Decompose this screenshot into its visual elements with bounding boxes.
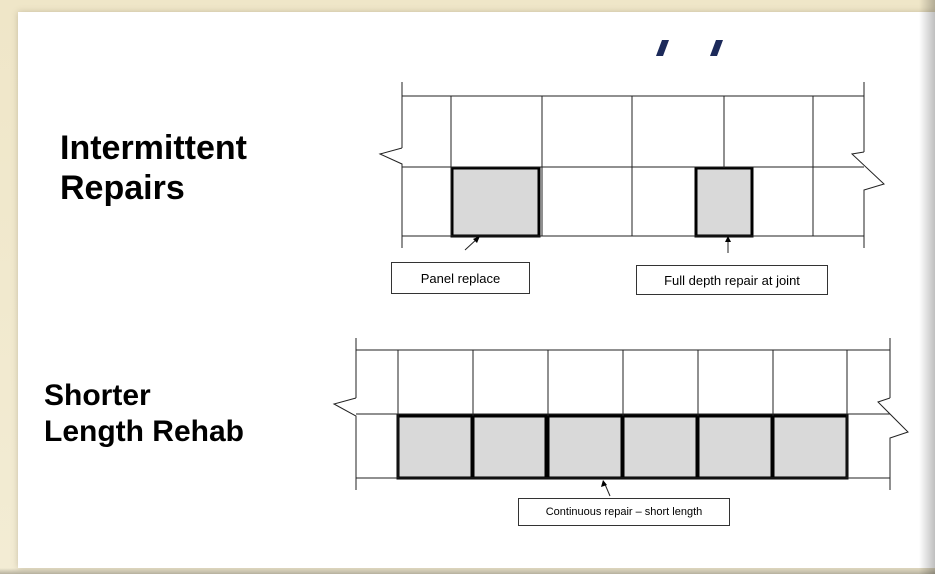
panel-replace-callout: Panel replace: [391, 262, 530, 294]
logo-slash: [710, 40, 723, 56]
pavement-diagrams: [332, 40, 909, 497]
panel-replace-patch: [450, 166, 541, 238]
continuous-repair-patch: [771, 414, 849, 480]
shorter-length-rehab-heading: Shorter Length Rehab: [44, 378, 244, 450]
break-mark: [877, 397, 909, 490]
intermittent-repairs-heading: Intermittent Repairs: [60, 128, 247, 208]
intermittent-diagram: [378, 82, 885, 253]
logo-marks: [656, 40, 723, 56]
continuous-repair-patch: [621, 414, 699, 480]
arrow-head: [601, 480, 607, 487]
heading-line: Shorter: [44, 379, 151, 412]
arrow-head: [725, 236, 731, 242]
continuous-repair-patch: [396, 414, 474, 480]
shorter-length-diagram: [332, 338, 909, 497]
break-mark: [378, 147, 403, 248]
continuous-repair-patch: [471, 414, 548, 480]
heading-line: Length Rehab: [44, 415, 244, 448]
continuous-repair-callout: Continuous repair – short length: [518, 498, 730, 526]
full-depth-joint-callout: Full depth repair at joint: [636, 265, 828, 295]
joint-repair-patch: [694, 166, 754, 238]
continuous-repair-patch: [696, 414, 774, 480]
break-mark: [332, 397, 357, 490]
window-edge-shadow: [0, 568, 935, 574]
heading-line: Intermittent: [60, 129, 247, 167]
heading-line: Repairs: [60, 169, 185, 207]
break-mark: [850, 151, 885, 248]
window-edge-shadow: [919, 0, 935, 574]
arrow-head: [473, 236, 480, 243]
slide: Intermittent Repairs Shorter Length Reha…: [18, 12, 935, 568]
continuous-repair-patch: [546, 414, 624, 480]
logo-slash: [656, 40, 669, 56]
